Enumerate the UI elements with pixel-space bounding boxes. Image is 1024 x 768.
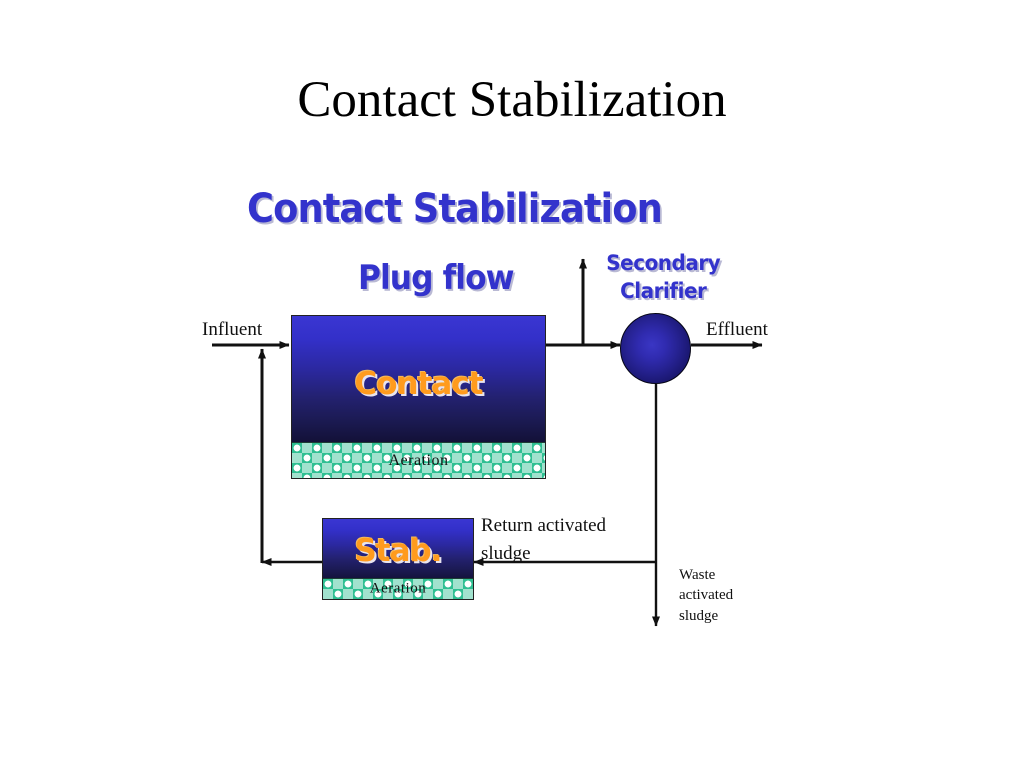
stabilization-aeration-label: Aeration (369, 580, 427, 597)
stabilization-tank: Stab. Aeration (322, 518, 474, 600)
secondary-clarifier-shape (620, 313, 691, 384)
diagram-subheading: Plug flow (358, 258, 515, 298)
stabilization-tank-body (323, 519, 473, 581)
contact-tank-label: Contact (354, 366, 483, 402)
influent-label: Influent (202, 319, 263, 340)
effluent-label: Effluent (706, 319, 768, 340)
stabilization-tank-label: Stab. (354, 533, 442, 569)
contact-aeration-zone: Aeration (292, 442, 545, 478)
contact-tank-body (292, 316, 545, 444)
secondary-clarifier-label: Secondary Clarifier (606, 251, 721, 304)
return-activated-sludge-label: Return activated sludge (481, 515, 607, 564)
diagram-heading: Contact Stabilization (247, 186, 663, 232)
page-title: Contact Stabilization (297, 72, 727, 128)
stabilization-aeration-zone: Aeration (323, 578, 473, 599)
contact-aeration-label: Aeration (388, 451, 449, 469)
waste-activated-sludge-label: Waste activated sludge (679, 567, 734, 624)
contact-tank: Contact Aeration (291, 315, 546, 479)
